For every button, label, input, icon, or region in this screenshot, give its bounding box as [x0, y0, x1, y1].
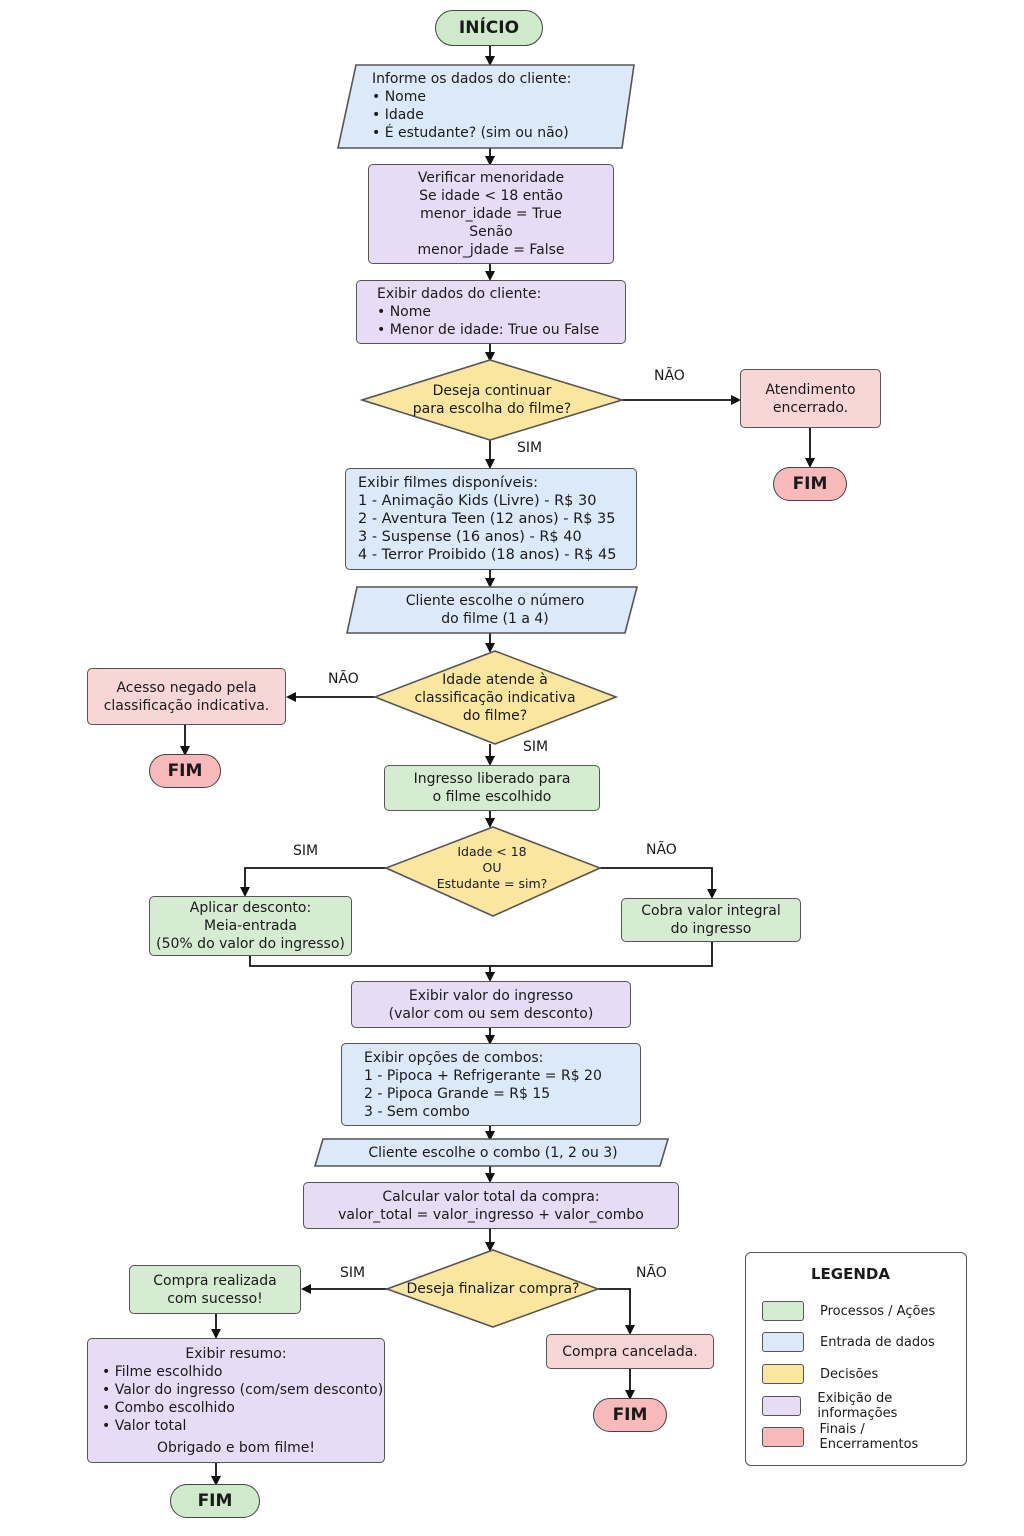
legend: LEGENDA Processos / Ações Entrada de dad… — [745, 1252, 967, 1466]
filmes-text: Exibir filmes disponíveis: 1 - Animação … — [358, 475, 617, 563]
exibir-cliente-text: Exibir dados do cliente: • Nome • Menor … — [377, 286, 600, 338]
label-sim-classificacao: SIM — [523, 739, 549, 755]
legend-item-entrada: Entrada de dados — [762, 1331, 935, 1353]
label-sim-continuar: SIM — [517, 440, 543, 456]
decision-diamond-classificacao — [372, 650, 619, 745]
fim-terminal-1: FIM — [773, 467, 847, 501]
legend-swatch-decisoes — [762, 1364, 804, 1384]
compra-cancelada-text: Compra cancelada. — [562, 1343, 698, 1360]
resumo-end: Obrigado e bom filme! — [156, 1439, 316, 1456]
decision-diamond-desconto — [383, 826, 603, 917]
input-parallelogram-combo — [313, 1138, 670, 1167]
fim-label-2: FIM — [167, 761, 203, 781]
desconto-decision-text: Idade < 18 OU Estudante = sim? — [436, 844, 548, 891]
input-cliente-text: Informe os dados do cliente: • Nome • Id… — [372, 71, 572, 141]
finalizar-decision: Deseja finalizar compra? — [405, 1278, 581, 1300]
resumo-title: Exibir resumo: — [185, 1345, 287, 1362]
arrow-desconto-merge — [249, 956, 495, 982]
legend-label-exibicao: Exibição de informações — [817, 1391, 898, 1421]
escolhe-combo-text: Cliente escolhe o combo (1, 2 ou 3) — [368, 1145, 618, 1161]
atendimento-text: Atendimento encerrado. — [765, 381, 856, 416]
inicio-label: INÍCIO — [458, 18, 520, 38]
fim-terminal-2: FIM — [149, 754, 221, 788]
label-nao-finalizar: NÃO — [636, 1265, 667, 1281]
continuar-text: Deseja continuar para escolha do filme? — [412, 383, 572, 417]
valor-integral-box: Cobra valor integral do ingresso — [621, 898, 801, 942]
decision-diamond-continuar — [359, 359, 625, 441]
input-cliente: Informe os dados do cliente: • Nome • Id… — [372, 70, 622, 144]
resumo-box: Exibir resumo: • Filme escolhido • Valor… — [87, 1338, 385, 1463]
calcular-box: Calcular valor total da compra: valor_to… — [303, 1182, 679, 1229]
legend-title: LEGENDA — [811, 1265, 890, 1283]
resumo-items: • Filme escolhido • Valor do ingresso (c… — [102, 1363, 384, 1434]
legend-swatch-processos — [762, 1301, 804, 1321]
arrow-desconto-nao — [600, 867, 717, 899]
compra-cancelada-box: Compra cancelada. — [546, 1334, 714, 1369]
fim-label-3: FIM — [612, 1405, 648, 1425]
legend-item-exibicao: Exibição de informações — [762, 1391, 966, 1421]
filmes-box: Exibir filmes disponíveis: 1 - Animação … — [345, 468, 637, 570]
label-sim-desconto: SIM — [293, 843, 319, 859]
legend-swatch-entrada — [762, 1332, 804, 1352]
input-parallelogram-filme — [346, 586, 639, 634]
label-nao-continuar: NÃO — [654, 368, 685, 384]
legend-label-decisoes: Decisões — [820, 1366, 879, 1382]
arrow-finalizar-nao — [598, 1288, 635, 1335]
continuar-decision: Deseja continuar para escolha do filme? — [392, 378, 592, 422]
legend-item-decisoes: Decisões — [762, 1363, 878, 1385]
escolhe-filme: Cliente escolhe o número do filme (1 a 4… — [370, 590, 620, 630]
input-parallelogram-cliente — [337, 64, 635, 149]
exibir-cliente-box: Exibir dados do cliente: • Nome • Menor … — [356, 280, 626, 344]
calcular-text: Calcular valor total da compra: valor_to… — [338, 1188, 644, 1223]
fim-label-1: FIM — [792, 474, 828, 494]
ingresso-liberado-text: Ingresso liberado para o filme escolhido — [413, 771, 571, 805]
desconto-decision: Idade < 18 OU Estudante = sim? — [420, 843, 564, 893]
legend-swatch-exibicao — [762, 1396, 802, 1416]
combos-box: Exibir opções de combos: 1 - Pipoca + Re… — [341, 1043, 641, 1126]
decision-diamond-finalizar — [384, 1249, 601, 1328]
fim-terminal-3: FIM — [593, 1398, 667, 1432]
arrow-integral-merge — [490, 942, 713, 967]
label-nao-classificacao: NÃO — [328, 671, 359, 687]
acesso-negado-box: Acesso negado pela classificação indicat… — [87, 668, 286, 725]
combos-text: Exibir opções de combos: 1 - Pipoca + Re… — [364, 1049, 602, 1120]
legend-label-entrada: Entrada de dados — [820, 1334, 935, 1350]
escolhe-filme-text: Cliente escolhe o número do filme (1 a 4… — [405, 593, 585, 627]
aplicar-desconto-box: Aplicar desconto: Meia-entrada (50% do v… — [149, 896, 352, 956]
exibir-valor-box: Exibir valor do ingresso (valor com ou s… — [351, 981, 631, 1028]
exibir-valor-text: Exibir valor do ingresso (valor com ou s… — [388, 987, 594, 1022]
acesso-negado-text: Acesso negado pela classificação indicat… — [103, 679, 270, 714]
arrow-desconto-sim — [240, 867, 386, 897]
classificacao-decision: Idade atende à classificação indicativa … — [400, 670, 590, 726]
shapes — [313, 64, 670, 1328]
valor-integral-text: Cobra valor integral do ingresso — [641, 903, 781, 937]
finalizar-text: Deseja finalizar compra? — [406, 1281, 580, 1297]
legend-item-processos: Processos / Ações — [762, 1300, 935, 1322]
aplicar-desconto-text: Aplicar desconto: Meia-entrada (50% do v… — [156, 900, 345, 952]
fim-label-4: FIM — [197, 1491, 233, 1511]
compra-sucesso-box: Compra realizada com sucesso! — [129, 1265, 301, 1314]
label-nao-desconto: NÃO — [646, 842, 677, 858]
verificar-menoridade-box: Verificar menoridade Se idade < 18 então… — [368, 164, 614, 264]
escolhe-combo: Cliente escolhe o combo (1, 2 ou 3) — [330, 1141, 656, 1165]
connectors — [180, 46, 815, 1486]
ingresso-liberado-box: Ingresso liberado para o filme escolhido — [384, 765, 600, 811]
classificacao-text: Idade atende à classificação indicativa … — [414, 672, 576, 724]
legend-item-finais: Finais / Encerramentos — [762, 1422, 966, 1452]
legend-label-finais: Finais / Encerramentos — [819, 1422, 919, 1452]
legend-label-processos: Processos / Ações — [820, 1303, 936, 1319]
inicio-terminal: INÍCIO — [435, 10, 543, 46]
compra-sucesso-text: Compra realizada com sucesso! — [153, 1272, 277, 1307]
fim-terminal-4: FIM — [170, 1484, 260, 1518]
verificar-menoridade-text: Verificar menoridade Se idade < 18 então… — [417, 170, 565, 258]
label-sim-finalizar: SIM — [340, 1265, 366, 1281]
legend-swatch-finais — [762, 1427, 804, 1447]
atendimento-encerrado-box: Atendimento encerrado. — [740, 369, 881, 428]
